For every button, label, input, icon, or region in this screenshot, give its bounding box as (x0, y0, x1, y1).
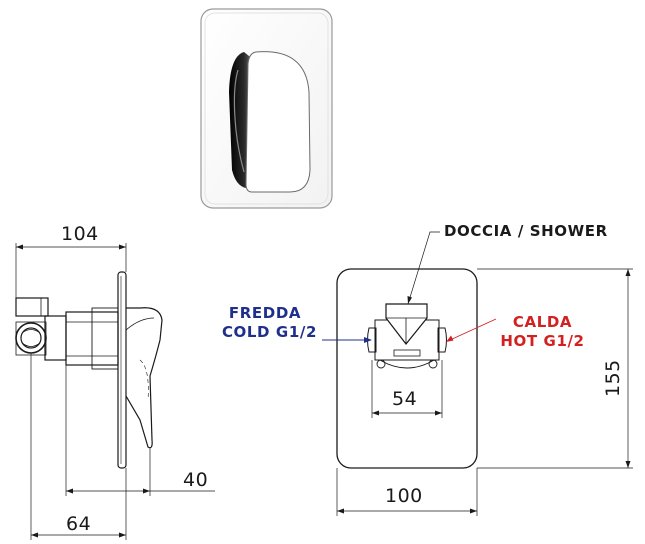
dim-plate-height-label: 155 (602, 359, 624, 397)
hot-inlet-line1: CALDA (512, 313, 573, 331)
cold-inlet-line1: FREDDA (228, 304, 302, 322)
cold-leader (322, 337, 372, 343)
shower-outlet-label: DOCCIA / SHOWER (444, 222, 608, 240)
cold-inlet-line2: COLD G1/2 (221, 323, 317, 341)
dim-total-depth-label: 104 (61, 223, 99, 245)
hot-inlet-line2: HOT G1/2 (500, 332, 585, 350)
hot-inlet-label: CALDA HOT G1/2 (490, 313, 595, 351)
hot-leader (446, 318, 497, 342)
front-view-dimensions (336, 231, 633, 516)
dim-plate-offset-label: 40 (183, 469, 209, 491)
side-view-dimensions (15, 243, 215, 540)
side-view (15, 271, 163, 469)
product-render (200, 8, 333, 209)
dim-inlet-spacing-label: 54 (392, 388, 418, 410)
cold-inlet-label: FREDDA COLD G1/2 (205, 304, 317, 342)
dim-body-depth-label: 64 (66, 513, 92, 535)
front-view (336, 268, 478, 469)
dim-plate-width-label: 100 (385, 485, 423, 507)
